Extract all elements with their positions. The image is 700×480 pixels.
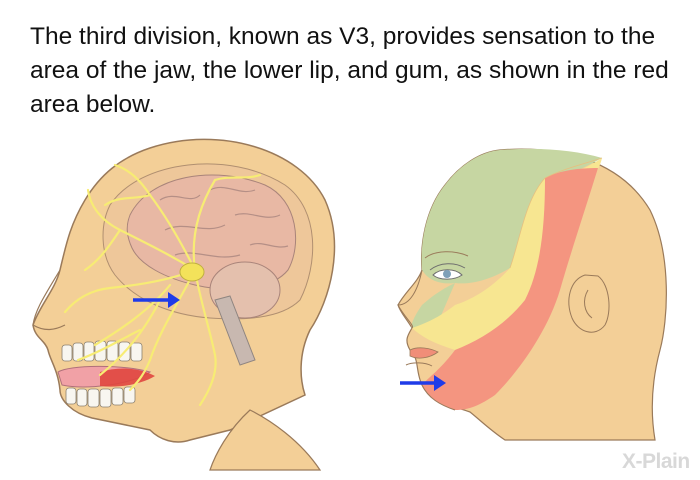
- left-brainstem: [214, 295, 256, 366]
- right-ear: [568, 274, 610, 333]
- right-eye: [429, 263, 466, 280]
- left-nerves: [63, 163, 262, 407]
- right-head-sensory: [397, 148, 667, 441]
- left-upper-teeth: [61, 340, 143, 362]
- blue-arrow-icon: [400, 375, 446, 391]
- left-nose: [32, 269, 66, 331]
- left-neck: [209, 409, 322, 471]
- blue-arrow-icon: [133, 292, 180, 308]
- left-ganglion: [179, 262, 205, 282]
- right-v3-region: [422, 168, 598, 410]
- left-head-anatomy: [32, 138, 336, 471]
- right-v1-nose: [411, 283, 455, 328]
- left-v3-region: [100, 368, 155, 387]
- caption-text: The third division, known as V3, provide…: [30, 23, 669, 118]
- right-lips: [409, 347, 439, 359]
- left-lower-teeth: [65, 386, 136, 408]
- xplain-logo: X-Plain: [622, 450, 690, 473]
- right-v1-region: [421, 148, 602, 284]
